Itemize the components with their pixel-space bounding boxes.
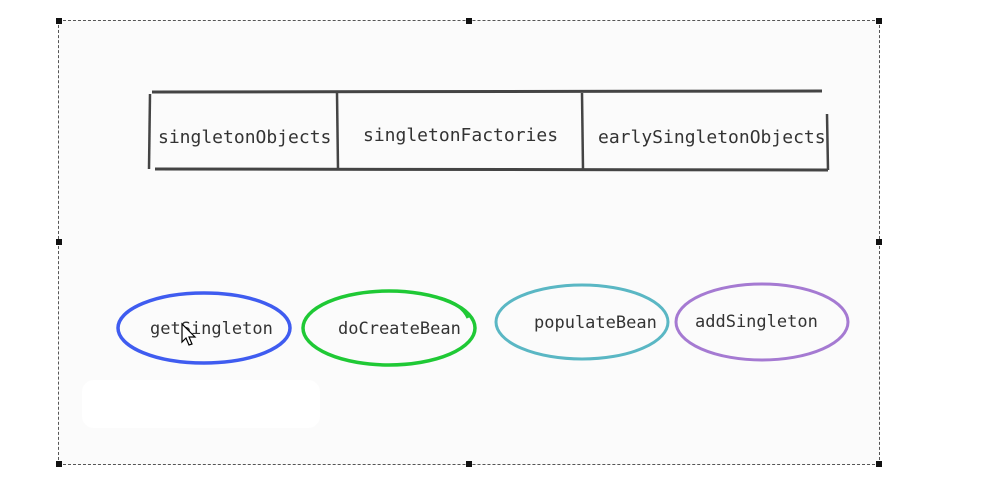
cache-table: singletonObjects singletonFactories earl… [147, 89, 830, 172]
method-oval-populate-bean: populateBean [494, 283, 670, 361]
table-top-line [151, 89, 823, 94]
table-bottom-line [154, 167, 829, 172]
do-create-bean-overlap-stroke [439, 296, 470, 319]
mouse-cursor-icon [181, 322, 197, 346]
do-create-bean-label: doCreateBean [338, 319, 461, 339]
get-singleton-oval [116, 291, 292, 365]
cell-singleton-objects: singletonObjects [158, 127, 331, 148]
table-left-line [147, 93, 152, 170]
resize-handle-top-center[interactable] [466, 18, 472, 24]
table-right-line [825, 113, 830, 171]
faded-area [82, 380, 320, 428]
do-create-bean-oval [301, 289, 477, 367]
resize-handle-bottom-right[interactable] [876, 461, 882, 467]
resize-handle-middle-left[interactable] [56, 239, 62, 245]
resize-handle-middle-right[interactable] [876, 239, 882, 245]
method-oval-do-create-bean: doCreateBean [301, 289, 477, 367]
get-singleton-label: getSingleton [150, 319, 273, 339]
cell-singleton-factories: singletonFactories [363, 125, 558, 146]
resize-handle-top-right[interactable] [876, 18, 882, 24]
table-divider-2 [580, 92, 585, 170]
add-singleton-oval [674, 282, 850, 362]
resize-handle-bottom-left[interactable] [56, 461, 62, 467]
resize-handle-bottom-center[interactable] [466, 461, 472, 467]
populate-bean-oval [494, 283, 670, 361]
method-oval-add-singleton: addSingleton [674, 282, 850, 362]
method-oval-get-singleton: getSingleton [116, 291, 292, 365]
cell-early-singleton-objects: earlySingletonObjects [598, 127, 826, 148]
populate-bean-label: populateBean [534, 313, 657, 333]
add-singleton-label: addSingleton [695, 312, 818, 332]
resize-handle-top-left[interactable] [56, 18, 62, 24]
table-divider-1 [335, 92, 340, 170]
